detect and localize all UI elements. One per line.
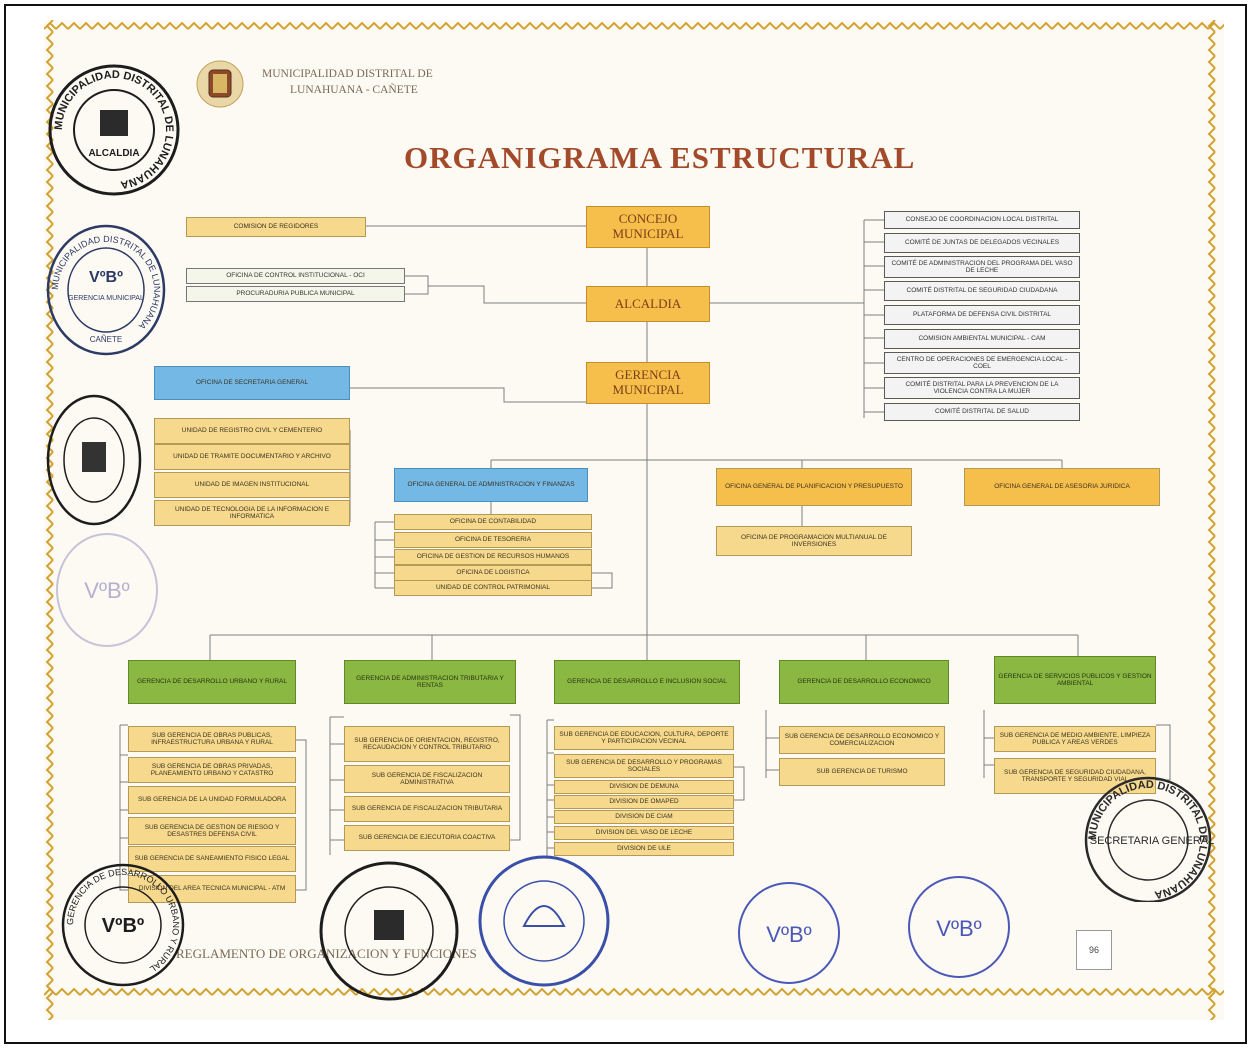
right-zigzag-border [1206, 20, 1218, 1020]
sub-gerencia-node: SUB GERENCIA DE OBRAS PUBLICAS, INFRAEST… [128, 726, 296, 752]
sub-gerencia-node: SUB GERENCIA DE LA UNIDAD FORMULADORA [128, 786, 296, 814]
seal-stamp-left [46, 394, 142, 526]
sub-gerencia-node: SUB GERENCIA DE GESTION DE RIESGO Y DESA… [128, 817, 296, 845]
municipality-location: LUNAHUANA - CAÑETE [290, 84, 418, 96]
comite-item: COMITÉ DISTRITAL DE SEGURIDAD CIUDADANA [884, 281, 1080, 301]
sub-gerencia-node: DIVISION DE CIAM [554, 810, 734, 824]
node-oci: OFICINA DE CONTROL INSTITUCIONAL - OCI [186, 268, 405, 284]
node-concejo-municipal: CONCEJO MUNICIPAL [586, 206, 710, 248]
administracion-unit: OFICINA DE LOGISTICA [394, 565, 592, 581]
sub-gerencia-node: DIVISION DE DEMUNA [554, 780, 734, 794]
gerencia-node: GERENCIA DE DESARROLLO ECONOMICO [779, 660, 949, 704]
sub-gerencia-node: DIVISION DE ULE [554, 842, 734, 856]
seal-secretaria-center-text: SECRETARIA GENERAL [1090, 835, 1215, 847]
left-zigzag-border [44, 20, 56, 1020]
org-chart-connectors [119, 219, 1171, 891]
seal-vb-light-text: VºBº [84, 578, 129, 603]
node-programacion-inversiones: OFICINA DE PROGRAMACION MULTIANUAL DE IN… [716, 526, 912, 556]
node-asesoria-juridica: OFICINA GENERAL DE ASESORIA JURIDICA [964, 468, 1160, 506]
seal-gerencia-center-text: GERENCIA MUNICIPAL [68, 295, 144, 302]
sub-gerencia-node: SUB GERENCIA DE MEDIO AMBIENTE, LIMPIEZA… [994, 726, 1156, 752]
seal-secretaria-general: MUNICIPALIDAD DISTRITAL DE LUNAHUANA SEC… [1084, 776, 1215, 902]
seal-vb-blue-1: VºBº [738, 882, 840, 984]
comite-item: COMITÉ DE ADMINISTRACION DEL PROGRAMA DE… [884, 256, 1080, 278]
secretaria-unit: UNIDAD DE IMAGEN INSTITUCIONAL [154, 472, 350, 498]
seal-desarrollo-urbano: GERENCIA DE DESARROLLO URBANO Y RURAL Vº… [61, 863, 185, 987]
comite-item: COMITÉ DISTRITAL PARA LA PREVENCION DE L… [884, 377, 1080, 399]
sub-gerencia-node: DIVISION DE OMAPED [554, 795, 734, 809]
sub-gerencia-node: SUB GERENCIA DE OBRAS PRIVADAS, PLANEAMI… [128, 757, 296, 783]
sub-gerencia-node: SUB GERENCIA DE EJECUTORIA COACTIVA [344, 825, 510, 851]
document-footer: REGLAMENTO DE ORGANIZACION Y FUNCIONES [176, 946, 477, 961]
seal-alcaldia: MUNICIPALIDAD DISTRITAL DE LUNAHUANA ALC… [48, 64, 180, 196]
sub-gerencia-node: SUB GERENCIA DE DESARROLLO ECONOMICO Y C… [779, 726, 945, 754]
administracion-unit: OFICINA DE TESORERIA [394, 532, 592, 548]
seal-desarrollo-vb-text: VºBº [102, 915, 144, 937]
node-gerencia-municipal: GERENCIA MUNICIPAL [586, 362, 710, 404]
sub-gerencia-node: SUB GERENCIA DE SANEAMIENTO FISICO LEGAL [128, 846, 296, 872]
gerencia-node: GERENCIA DE SERVICIOS PUBLICOS Y GESTION… [994, 656, 1156, 704]
seal-blue-municipal [478, 855, 610, 987]
sub-gerencia-node: SUB GERENCIA DE FISCALIZACION TRIBUTARIA [344, 796, 510, 822]
municipality-name: MUNICIPALIDAD DISTRITAL DE [262, 68, 433, 80]
comite-item: CONSEJO DE COORDINACION LOCAL DISTRITAL [884, 211, 1080, 229]
seal-vb-light: VºBº [56, 533, 158, 647]
node-planificacion-presupuesto: OFICINA GENERAL DE PLANIFICACION Y PRESU… [716, 468, 912, 506]
sub-gerencia-node: SUB GERENCIA DE EDUCACION, CULTURA, DEPO… [554, 726, 734, 750]
seal-gerencia-municipal: MUNICIPALIDAD DISTRITAL DE LUNAHUANA VºB… [46, 224, 166, 356]
seal-vb-blue-2: VºBº [908, 876, 1010, 978]
bottom-zigzag-border [44, 986, 1224, 998]
secretaria-unit: UNIDAD DE TRAMITE DOCUMENTARIO Y ARCHIVO [154, 444, 350, 470]
gerencia-node: GERENCIA DE DESARROLLO E INCLUSION SOCIA… [554, 660, 740, 704]
sub-gerencia-node: DIVISION DEL AREA TECNICA MUNICIPAL - AT… [128, 875, 296, 903]
gerencia-node: GERENCIA DE DESARROLLO URBANO Y RURAL [128, 660, 296, 704]
sub-gerencia-node: SUB GERENCIA DE ORIENTACION, REGISTRO, R… [344, 726, 510, 762]
seal-vb-blue-2-text: VºBº [936, 916, 981, 941]
node-comision-regidores: COMISION DE REGIDORES [186, 217, 366, 237]
secretaria-unit: UNIDAD DE REGISTRO CIVIL Y CEMENTERIO [154, 418, 350, 444]
comite-item: COMITÉ DISTRITAL DE SALUD [884, 403, 1080, 421]
administracion-unit: UNIDAD DE CONTROL PATRIMONIAL [394, 580, 592, 596]
municipal-shield-icon [196, 60, 244, 108]
gerencia-node: GERENCIA DE ADMINISTRACION TRIBUTARIA Y … [344, 660, 516, 704]
node-secretaria-general: OFICINA DE SECRETARIA GENERAL [154, 366, 350, 400]
node-administracion-finanzas: OFICINA GENERAL DE ADMINISTRACION Y FINA… [394, 468, 588, 502]
page-number: 96 [1076, 930, 1112, 970]
page-title: ORGANIGRAMA ESTRUCTURAL [404, 140, 916, 175]
sub-gerencia-node: DIVISION DEL VASO DE LECHE [554, 826, 734, 840]
secretaria-unit: UNIDAD DE TECNOLOGIA DE LA INFORMACION E… [154, 500, 350, 526]
seal-alcaldia-bottom [319, 861, 459, 1001]
seal-gerencia-vb-text: VºBº [89, 269, 123, 286]
sub-gerencia-node: SUB GERENCIA DE DESARROLLO Y PROGRAMAS S… [554, 754, 734, 778]
comite-item: COMITÉ DE JUNTAS DE DELEGADOS VECINALES [884, 233, 1080, 253]
seal-alcaldia-center-text: ALCALDIA [88, 148, 139, 159]
node-procuraduria: PROCURADURIA PUBLICA MUNICIPAL [186, 286, 405, 302]
document-page: MUNICIPALIDAD DISTRITAL DE LUNAHUANA - C… [44, 20, 1224, 1020]
sub-gerencia-node: SUB GERENCIA DE SEGURIDAD CIUDADANA, TRA… [994, 758, 1156, 794]
document-frame: MUNICIPALIDAD DISTRITAL DE LUNAHUANA - C… [4, 4, 1247, 1044]
seal-vb-blue-1-text: VºBº [766, 922, 811, 947]
municipality-header: MUNICIPALIDAD DISTRITAL DE LUNAHUANA - C… [262, 66, 433, 98]
sub-gerencia-node: SUB GERENCIA DE FISCALIZACION ADMINISTRA… [344, 765, 510, 793]
node-alcaldia: ALCALDIA [586, 286, 710, 322]
seal-gerencia-bottom-text: CAÑETE [90, 335, 122, 344]
administracion-unit: OFICINA DE GESTION DE RECURSOS HUMANOS [394, 549, 592, 565]
administracion-unit: OFICINA DE CONTABILIDAD [394, 514, 592, 530]
comite-item: COMISION AMBIENTAL MUNICIPAL - CAM [884, 329, 1080, 349]
top-zigzag-border [44, 20, 1224, 32]
sub-gerencia-node: SUB GERENCIA DE TURISMO [779, 758, 945, 786]
comite-item: CENTRO DE OPERACIONES DE EMERGENCIA LOCA… [884, 352, 1080, 374]
comite-item: PLATAFORMA DE DEFENSA CIVIL DISTRITAL [884, 305, 1080, 325]
